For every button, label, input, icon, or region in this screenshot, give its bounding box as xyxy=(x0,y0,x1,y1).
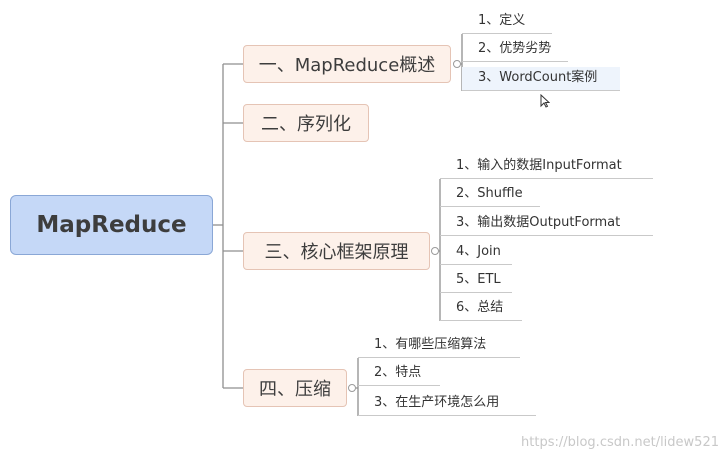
leaf-label: 4、Join xyxy=(456,244,501,259)
leaf-label: 3、在生产环境怎么用 xyxy=(374,395,500,410)
leaf-label: 1、有哪些压缩算法 xyxy=(374,337,487,352)
branch-node-overview[interactable]: 一、MapReduce概述 xyxy=(243,45,451,83)
leaf-compression-algorithms[interactable]: 1、有哪些压缩算法 xyxy=(358,334,520,358)
collapse-toggle-icon[interactable] xyxy=(453,60,461,68)
leaf-label: 2、Shuffle xyxy=(456,186,523,201)
leaf-join[interactable]: 4、Join xyxy=(440,241,512,265)
leaf-production-usage[interactable]: 3、在生产环境怎么用 xyxy=(358,392,536,416)
leaf-label: 1、输入的数据InputFormat xyxy=(456,158,622,173)
branch-node-label: 二、序列化 xyxy=(261,114,351,135)
leaf-label: 3、WordCount案例 xyxy=(478,70,598,85)
branch-node-compression[interactable]: 四、压缩 xyxy=(243,369,347,407)
leaf-inputformat[interactable]: 1、输入的数据InputFormat xyxy=(440,155,653,179)
branch-node-serialization[interactable]: 二、序列化 xyxy=(243,104,369,142)
root-node[interactable]: MapReduce xyxy=(10,195,213,255)
leaf-definition[interactable]: 1、定义 xyxy=(462,10,552,34)
leaf-etl[interactable]: 5、ETL xyxy=(440,269,512,293)
leaf-label: 3、输出数据OutputFormat xyxy=(456,215,621,230)
collapse-toggle-icon[interactable] xyxy=(348,384,356,392)
branch-node-label: 一、MapReduce概述 xyxy=(258,55,436,76)
root-node-label: MapReduce xyxy=(36,212,187,238)
leaf-label: 2、优势劣势 xyxy=(478,41,552,56)
leaf-outputformat[interactable]: 3、输出数据OutputFormat xyxy=(440,212,653,236)
leaf-label: 2、特点 xyxy=(374,365,422,380)
leaf-summary[interactable]: 6、总结 xyxy=(440,297,522,321)
leaf-pros-cons[interactable]: 2、优势劣势 xyxy=(462,38,568,62)
watermark-text: https://blog.csdn.net/lidew521 xyxy=(521,435,719,450)
mouse-cursor-icon xyxy=(540,94,550,108)
leaf-characteristics[interactable]: 2、特点 xyxy=(358,362,440,386)
branch-node-core-principles[interactable]: 三、核心框架原理 xyxy=(243,232,430,270)
leaf-label: 1、定义 xyxy=(478,13,526,28)
collapse-toggle-icon[interactable] xyxy=(431,247,439,255)
leaf-label: 6、总结 xyxy=(456,300,504,315)
branch-node-label: 四、压缩 xyxy=(259,379,331,400)
leaf-shuffle[interactable]: 2、Shuffle xyxy=(440,183,540,207)
branch-node-label: 三、核心框架原理 xyxy=(264,242,409,263)
leaf-wordcount-case[interactable]: 3、WordCount案例 xyxy=(462,67,620,91)
leaf-label: 5、ETL xyxy=(456,272,501,287)
